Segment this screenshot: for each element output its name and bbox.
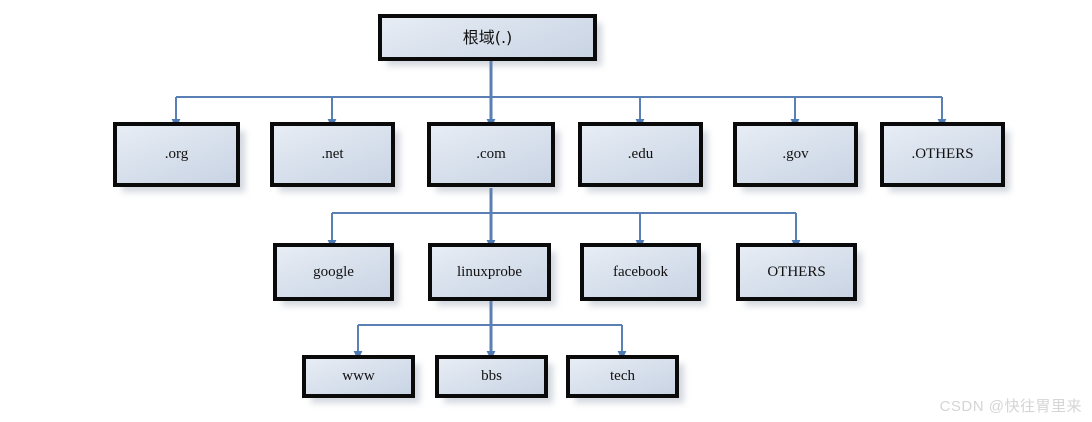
node-com-label: .com — [476, 146, 506, 163]
node-gov[interactable]: .gov — [733, 122, 858, 187]
node-www-label: www — [342, 368, 375, 385]
node-edu-label: .edu — [627, 146, 654, 163]
node-linuxprobe-label: linuxprobe — [457, 263, 522, 280]
node-others-tld-label: .OTHERS — [911, 146, 974, 163]
node-others-sld[interactable]: OTHERS — [736, 243, 857, 301]
node-google[interactable]: google — [273, 243, 394, 301]
node-others-sld-label: OTHERS — [767, 263, 826, 280]
node-tech[interactable]: tech — [566, 355, 679, 398]
node-root-label: 根域(.) — [462, 27, 513, 47]
node-net-label: .net — [321, 146, 344, 163]
node-net[interactable]: .net — [270, 122, 395, 187]
node-bbs-label: bbs — [481, 368, 502, 385]
node-tech-label: tech — [610, 368, 635, 385]
node-org[interactable]: .org — [113, 122, 240, 187]
node-root[interactable]: 根域(.) — [378, 14, 597, 61]
node-facebook[interactable]: facebook — [580, 243, 701, 301]
node-facebook-label: facebook — [613, 263, 668, 280]
node-others-tld[interactable]: .OTHERS — [880, 122, 1005, 187]
node-com[interactable]: .com — [427, 122, 555, 187]
node-linuxprobe[interactable]: linuxprobe — [428, 243, 551, 301]
node-gov-label: .gov — [782, 146, 809, 163]
node-google-label: google — [313, 263, 354, 280]
watermark: CSDN @快往胃里来 — [939, 398, 1082, 415]
node-www[interactable]: www — [302, 355, 415, 398]
node-org-label: .org — [164, 146, 189, 163]
node-edu[interactable]: .edu — [578, 122, 703, 187]
node-bbs[interactable]: bbs — [435, 355, 548, 398]
